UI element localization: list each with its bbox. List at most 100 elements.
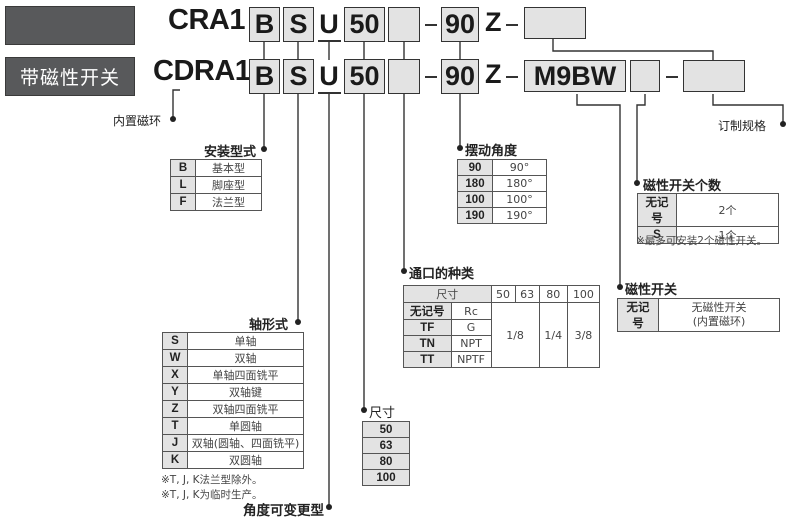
row2-angle-code: 90 — [441, 59, 479, 94]
marker-dot — [617, 284, 623, 290]
table-cell: NPTF — [450, 351, 492, 368]
row2-switch-qty-code — [630, 60, 660, 92]
table-cell: 双轴键 — [187, 383, 304, 401]
table-cell: X — [162, 366, 188, 384]
table-cell: 50 — [362, 421, 410, 438]
table-cell: W — [162, 349, 188, 367]
row2-switch-code: M9BW — [524, 60, 626, 92]
size-table: 50 63 80 100 — [362, 421, 410, 486]
table-cell: 1个 — [676, 226, 779, 244]
table-cell: 1/4 — [538, 302, 568, 368]
marker-dot — [780, 121, 786, 127]
magnetic-switch-table: 无记号 无磁性开关(内置磁环) — [617, 298, 780, 332]
table-cell: F — [170, 193, 196, 211]
table-row: 50 — [362, 421, 410, 438]
shaft-note-2: ※T, J, K为临时生产。 — [161, 489, 263, 501]
row2-underline — [318, 92, 341, 94]
table-cell: 双轴四面铣平 — [187, 400, 304, 418]
table-cell: Z — [162, 400, 188, 418]
dash — [425, 76, 437, 78]
dash — [506, 24, 518, 26]
table-cell: S — [162, 332, 188, 350]
table-cell: Y — [162, 383, 188, 401]
table-cell: 脚座型 — [195, 176, 262, 194]
port-type-label: 通口的种类 — [409, 267, 475, 282]
table-cell: 无磁性开关(内置磁环) — [658, 298, 780, 332]
table-cell: 180 — [457, 175, 493, 192]
magnetic-switch-label: 磁性开关 — [625, 283, 678, 298]
table-cell: T — [162, 417, 188, 435]
row2-angle-adj-code: U — [319, 61, 339, 91]
table-cell: G — [450, 319, 492, 336]
row2-shaft-code: S — [283, 59, 314, 94]
marker-dot — [261, 146, 267, 152]
dash — [425, 24, 437, 26]
table-cell: 单轴四面铣平 — [187, 366, 304, 384]
table-cell: 单圆轴 — [187, 417, 304, 435]
model-cra1: CRA1 — [168, 4, 245, 36]
marker-dot — [361, 407, 367, 413]
table-cell: 1/8 — [490, 302, 540, 368]
marker-dot — [170, 116, 176, 122]
switch-desc-line2: (内置磁环) — [692, 315, 746, 328]
table-cell: 3/8 — [566, 302, 601, 368]
row2-z: Z — [485, 59, 502, 89]
row2-custom-code — [683, 60, 745, 92]
row2-port-code — [388, 59, 420, 94]
table-cell: 100 — [566, 285, 601, 303]
table-cell: 90 — [457, 159, 493, 176]
table-cell: 尺寸 — [403, 285, 492, 303]
table-cell: K — [162, 451, 188, 469]
table-row: 无记号 无磁性开关(内置磁环) — [617, 298, 780, 332]
marker-dot — [295, 319, 301, 325]
table-cell: NPT — [450, 335, 492, 352]
row1-custom-code — [524, 7, 586, 39]
row2-mount-code: B — [249, 59, 280, 94]
table-cell: 双圆轴 — [187, 451, 304, 469]
switch-qty-note: ※最多可安装2个磁性开关。 — [636, 235, 767, 247]
table-cell: 双轴 — [187, 349, 304, 367]
table-cell: 2个 — [676, 193, 779, 227]
row1-size-code: 50 — [344, 7, 385, 42]
table-cell: TF — [403, 319, 452, 336]
table-cell: 无记号 — [617, 298, 659, 332]
table-cell: 63 — [514, 285, 540, 303]
table-cell: 190° — [492, 207, 547, 224]
table-row: 63 — [362, 437, 410, 454]
row1-angle-adj-code: U — [319, 9, 339, 39]
table-row: 无记号 Rc 1/8 1/4 3/8 — [403, 302, 601, 368]
angle-adjustable-label: 角度可变更型 — [243, 503, 324, 519]
table-cell: 100 — [457, 191, 493, 208]
table-cell: 无记号 — [637, 193, 677, 227]
table-row: 尺寸 50 63 80 100 — [403, 285, 601, 303]
table-row: 100 — [362, 469, 410, 486]
table-cell: 50 — [490, 285, 516, 303]
table-row: 80 — [362, 453, 410, 470]
table-cell: 双轴(圆轴、四面铣平) — [187, 434, 304, 452]
rotation-angle-label: 摆动角度 — [465, 144, 518, 159]
